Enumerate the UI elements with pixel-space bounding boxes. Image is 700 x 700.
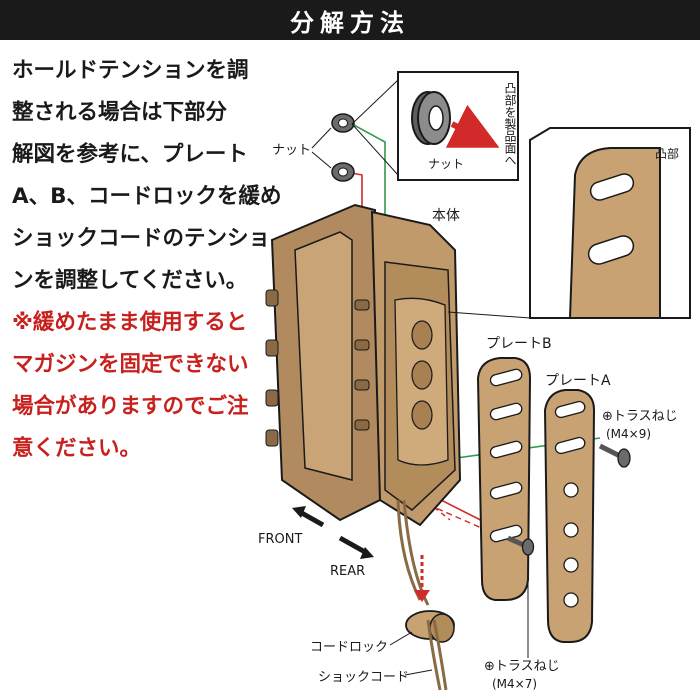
instruction-line: 解図を参考に、プレート (12, 142, 248, 167)
plate-b (476, 357, 532, 601)
nut-inset-label: ナット (428, 157, 464, 171)
nut-lower (331, 162, 355, 182)
truss-screw-lower-size: (M4×7) (492, 677, 537, 691)
front-arrow (292, 506, 325, 528)
body-label: 本体 (432, 208, 460, 224)
instructions-text: ホールドテンションを調 整される場合は下部分 解図を参考に、プレート A、B、コ… (12, 50, 282, 470)
plate-b-label: プレートB (486, 336, 552, 352)
warning-line: ※緩めたまま使用すると (12, 310, 248, 335)
page-title: 分解方法 (290, 8, 410, 37)
instruction-line: ショックコードのテンショ (12, 226, 271, 251)
protrusion-inset: 凸部 (447, 127, 691, 319)
instruction-line: A、B、コードロックを緩め (12, 184, 282, 209)
shock-cord-label: ショックコード (318, 670, 409, 685)
plate-a-label: プレートA (545, 373, 611, 389)
truss-screw-lower (506, 535, 535, 658)
instruction-line: ホールドテンションを調 (12, 58, 249, 83)
protrusion-label: 凸部 (655, 146, 679, 161)
instruction-line: ンを調整してください。 (12, 268, 248, 293)
nut-upper (331, 113, 355, 133)
rear-arrow (338, 535, 374, 559)
truss-screw-lower-label: ⊕トラスねじ (484, 659, 560, 674)
warning-line: マガジンを固定できない (12, 352, 249, 377)
header-bar: 分解方法 (0, 0, 700, 40)
cord-lock-label: コードロック (310, 640, 388, 655)
truss-screw-upper (598, 443, 631, 468)
front-label: FRONT (258, 532, 302, 547)
truss-screw-upper-label: ⊕トラスねじ (602, 409, 678, 424)
truss-screw-upper-size: (M4×9) (606, 427, 651, 441)
instruction-line: 整される場合は下部分 (12, 100, 228, 125)
holster-body (265, 203, 462, 606)
warning-line: 場合がありますのでご注 (12, 394, 249, 419)
rear-label: REAR (330, 564, 365, 579)
cord-lock (389, 555, 455, 691)
nut-label: ナット (272, 143, 311, 158)
inset-note: 凸部を製品面へ (503, 82, 517, 166)
plate-a (543, 389, 596, 643)
warning-line: 意ください。 (12, 436, 142, 461)
nut-inset: ナット 凸部を製品面へ (351, 71, 519, 181)
